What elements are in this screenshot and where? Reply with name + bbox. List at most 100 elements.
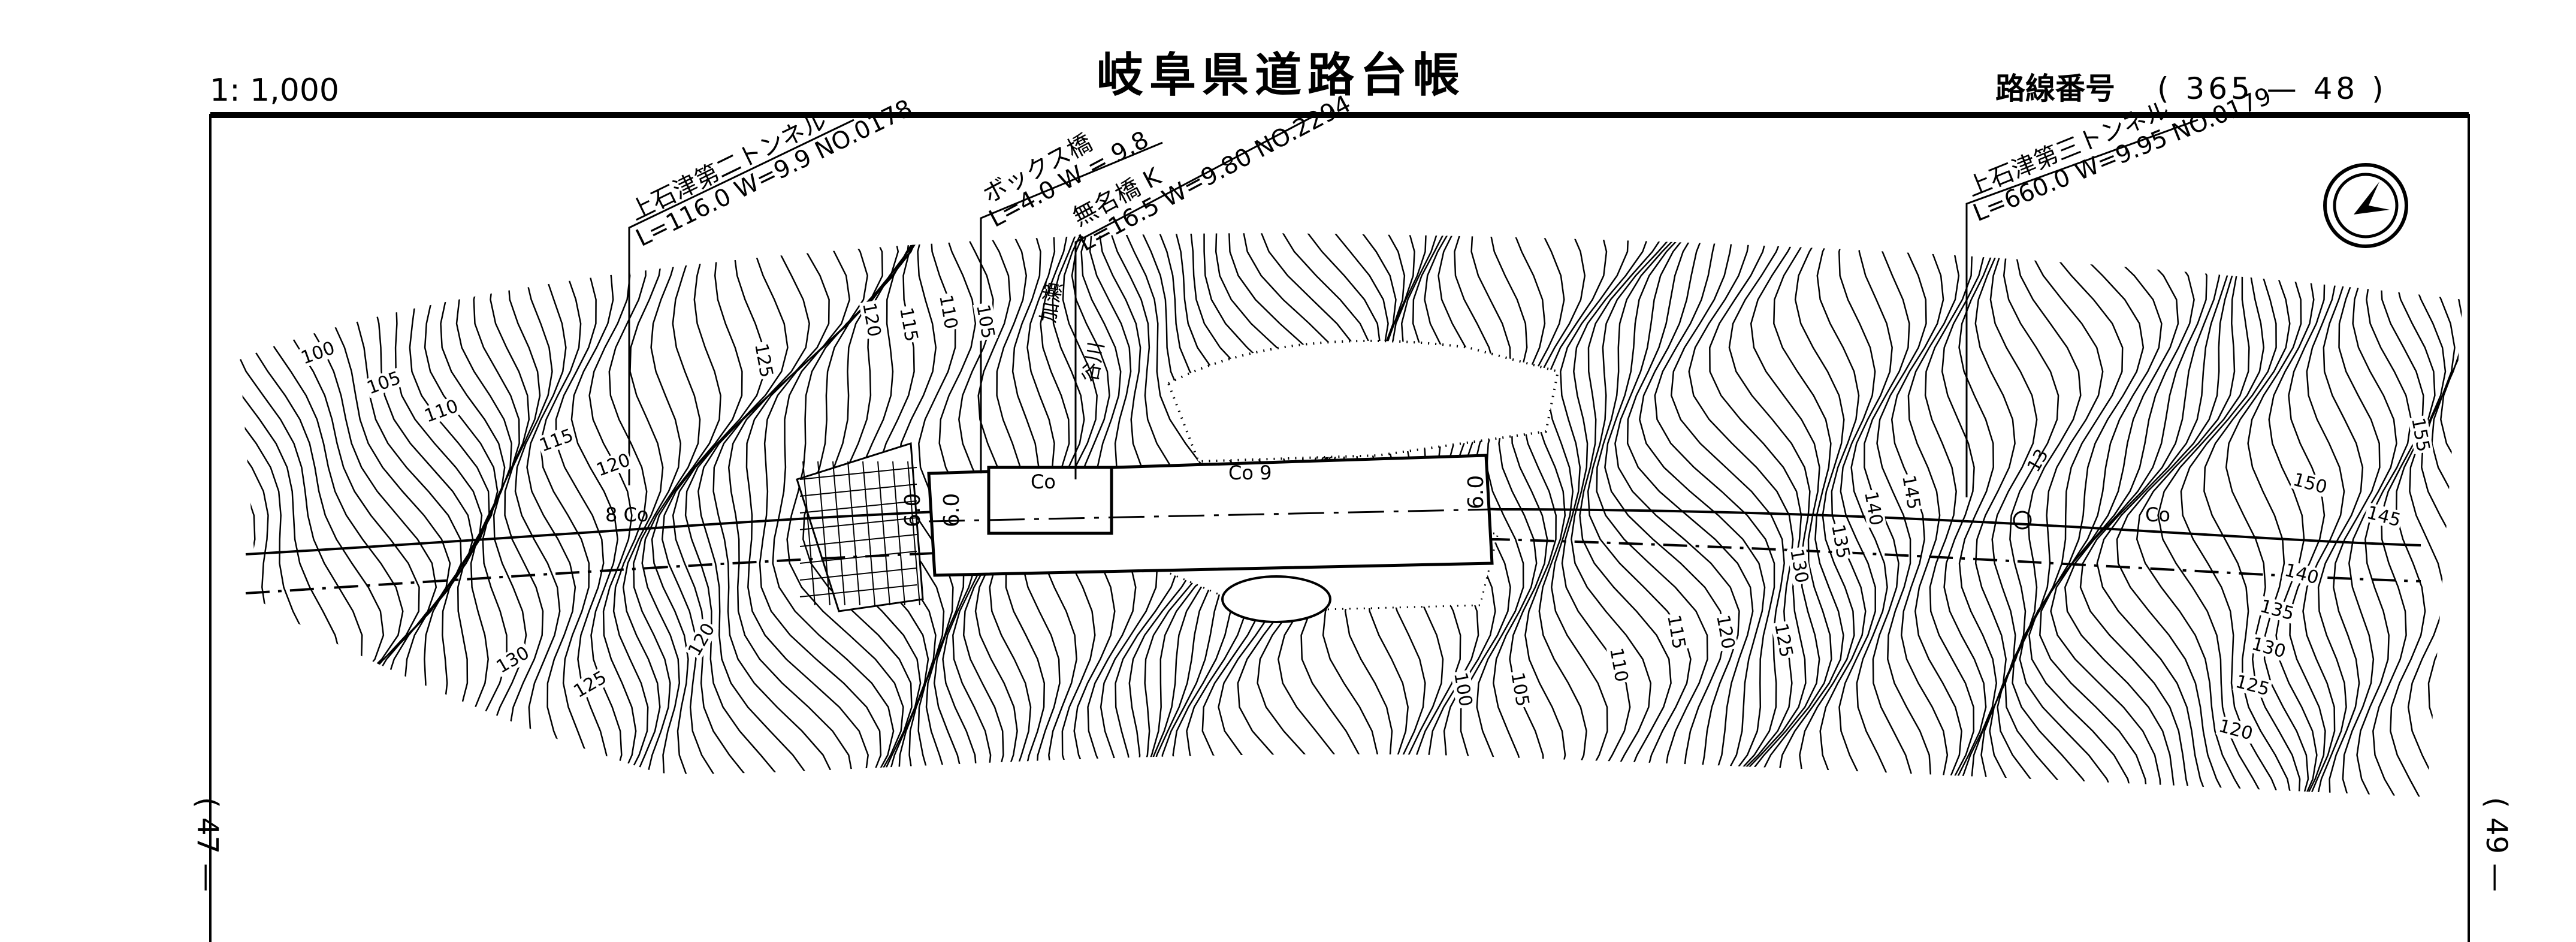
contour-line [1560, 233, 1631, 797]
contour-line [1571, 233, 1653, 797]
contour-label-bg [2408, 415, 2433, 455]
contour-line [2136, 233, 2249, 797]
contour-line [1816, 233, 1867, 797]
contour-label: 145 [2364, 502, 2403, 532]
contour-line [588, 233, 637, 797]
contour-label: 150 [2291, 469, 2329, 499]
contour-line [1773, 233, 1844, 797]
contour-line [1838, 233, 1876, 797]
contour-label-bg [2232, 671, 2273, 700]
contour-line [1670, 233, 1785, 797]
hatch-line [799, 484, 917, 497]
contour-line [240, 233, 274, 797]
contour-label-bg [297, 337, 339, 369]
contour-line [2028, 233, 2163, 797]
contour-label: 145 [1898, 473, 1924, 511]
contour-label-bg [935, 292, 961, 332]
hatch-line [832, 461, 845, 606]
contour-label-bg [536, 425, 577, 456]
contour-line [1989, 233, 2059, 797]
contour-line [2421, 233, 2463, 797]
contour-label: 125 [750, 342, 777, 379]
contour-line [661, 233, 743, 797]
contour-label: 130 [493, 642, 533, 678]
scale-label: 1: 1,000 [210, 73, 339, 108]
contour-line [1488, 233, 1538, 797]
contour-label: 115 [895, 306, 922, 343]
contour-line [289, 233, 437, 797]
road [245, 454, 2421, 594]
contour-line [1604, 233, 1726, 797]
contour-line [1534, 233, 1587, 797]
contour-line [2288, 233, 2326, 797]
contour-line [1470, 233, 1524, 797]
contour-line [2440, 233, 2463, 797]
hatch-line [847, 461, 860, 606]
contour-label-bg [1663, 612, 1689, 652]
point-label: 13 [2024, 445, 2053, 476]
contour-line [2019, 233, 2145, 797]
contour-line [2372, 233, 2424, 797]
contour-line [1941, 233, 1987, 797]
contour-line [712, 233, 836, 797]
contour-line [1958, 233, 1998, 797]
contour-line [1794, 233, 1855, 797]
hatch-line [799, 584, 917, 597]
contour-line [555, 233, 608, 797]
contour-label-bg [1786, 546, 1812, 586]
contour-label-bg [1507, 669, 1533, 709]
contour-label-bg [2281, 560, 2322, 588]
hatch-line [907, 461, 920, 606]
contour-label-bg [1771, 620, 1796, 660]
contour-label: 120 [684, 620, 720, 660]
pavement-label: Co [1031, 470, 1056, 493]
pavement-label: 8 Co [605, 503, 648, 526]
contour-line [641, 233, 701, 797]
contour-line [1579, 233, 1672, 797]
contour-label: 105 [972, 303, 998, 340]
hatch-line [877, 461, 890, 606]
contour-label-bg [593, 449, 634, 481]
contour-label-bg [1450, 669, 1476, 709]
contour-label: 100 [298, 337, 338, 369]
contour-line [328, 233, 462, 797]
contour-line [2039, 233, 2179, 797]
contour-line [2268, 233, 2318, 797]
contour-line [1688, 233, 1794, 797]
crosshatch-lines [799, 461, 920, 606]
contour-label-bg [859, 300, 884, 340]
contour-label: 105 [1506, 671, 1533, 708]
contour-line [622, 233, 664, 797]
contour-line [2407, 233, 2447, 797]
contour-label: 110 [422, 395, 461, 427]
contour-label: 120 [1712, 613, 1738, 650]
hatch-line [862, 461, 875, 606]
contour-line [570, 233, 623, 797]
hatch-line [799, 534, 917, 547]
contour-label-bg [1713, 612, 1738, 652]
contour-label-bg [363, 367, 404, 398]
contour-line [2356, 233, 2412, 797]
contour-line [1709, 233, 1807, 797]
contour-line [2157, 233, 2267, 797]
contour-label-bg [2215, 715, 2256, 744]
contour-line [404, 233, 499, 797]
contour-line [684, 233, 795, 797]
contour-line [608, 233, 649, 797]
contour-label: 115 [537, 425, 576, 456]
contour-line [1924, 233, 1975, 797]
contour-line [2064, 233, 2207, 797]
contour-label: 105 [364, 367, 404, 398]
stippled-area [1167, 339, 1560, 463]
contour-line [1547, 233, 1608, 797]
contour-line [539, 233, 592, 797]
contour-line [526, 233, 576, 797]
contour-label-bg [684, 618, 719, 660]
contour-line [273, 233, 420, 797]
contour-label: 125 [2233, 671, 2272, 701]
contour-line [2012, 233, 2124, 797]
contour-line [308, 233, 451, 797]
contour-label-bg [421, 395, 462, 427]
contour-line [1639, 233, 1766, 797]
